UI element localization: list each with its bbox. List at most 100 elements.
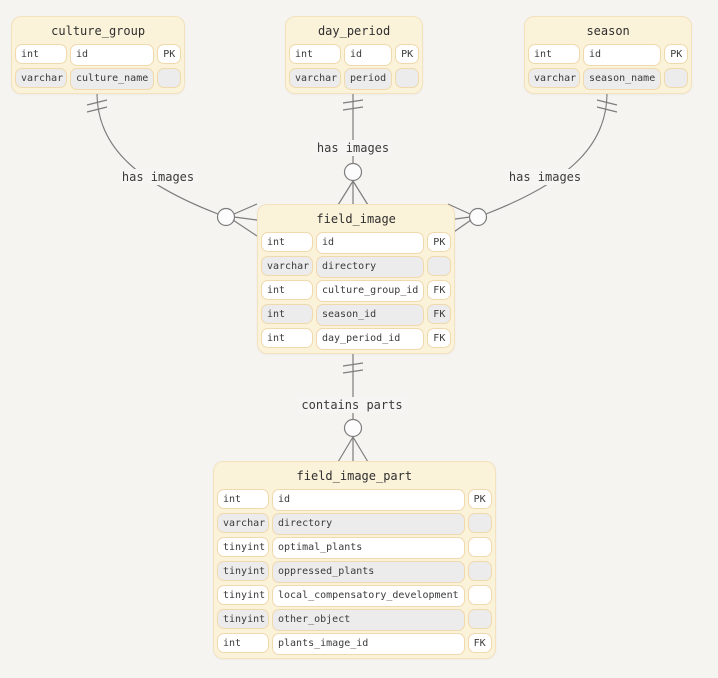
zero-marker <box>468 207 488 227</box>
key-badge: PK <box>427 232 452 252</box>
table-field_image_part[interactable]: field_image_part int id PK varchar direc… <box>213 461 496 659</box>
table-title: field_image <box>316 212 396 226</box>
column-type: varchar <box>261 256 313 276</box>
table-row: varchar culture_name <box>15 68 182 90</box>
one-marker <box>342 99 364 111</box>
many-marker-icon <box>232 203 258 237</box>
table-row: int id PK <box>289 44 420 66</box>
key-badge: PK <box>157 44 182 64</box>
column-type: varchar <box>217 513 269 533</box>
table-row: int id PK <box>261 232 452 254</box>
table-title: field_image_part <box>296 469 413 483</box>
table-field_image[interactable]: field_image int id PK varchar directory … <box>257 204 456 354</box>
key-badge <box>427 256 452 276</box>
table-row: int season_id FK <box>261 304 452 326</box>
column-name: id <box>272 489 465 511</box>
column-name: id <box>316 232 425 254</box>
table-row: tinyint oppressed_plants <box>217 561 492 583</box>
column-name: season_id <box>316 304 425 326</box>
column-name: local_compensatory_development <box>272 585 465 607</box>
relationship-label: has images <box>313 140 393 156</box>
table-season[interactable]: season int id PK varchar season_name <box>524 16 693 94</box>
table-culture_group[interactable]: culture_group int id PK varchar culture_… <box>11 16 186 94</box>
key-badge: PK <box>395 44 420 64</box>
key-badge <box>157 68 182 88</box>
column-name: id <box>344 44 393 66</box>
column-name: other_object <box>272 609 465 631</box>
column-type: int <box>261 232 313 252</box>
table-row: int id PK <box>528 44 689 66</box>
table-row: tinyint local_compensatory_development <box>217 585 492 607</box>
zero-marker <box>343 162 363 182</box>
table-row: int plants_image_id FK <box>217 633 492 655</box>
zero-marker <box>216 207 236 227</box>
column-name: culture_name <box>70 68 155 90</box>
table-row: varchar directory <box>261 256 452 278</box>
column-name: optimal_plants <box>272 537 465 559</box>
column-type: tinyint <box>217 537 269 557</box>
zero-marker <box>343 418 363 438</box>
key-badge: FK <box>427 280 452 300</box>
column-name: culture_group_id <box>316 280 425 302</box>
relationship-culture_group-field_image <box>86 92 258 237</box>
relationship-line <box>96 92 219 215</box>
column-type: int <box>261 328 313 348</box>
column-name: plants_image_id <box>272 633 465 655</box>
column-type: tinyint <box>217 609 269 629</box>
relationship-line <box>485 92 608 215</box>
key-badge: PK <box>664 44 689 64</box>
table-row: int culture_group_id FK <box>261 280 452 302</box>
column-type: varchar <box>289 68 341 88</box>
key-badge <box>467 585 492 605</box>
column-name: period <box>344 68 393 90</box>
table-row: int id PK <box>15 44 182 66</box>
table-title: day_period <box>317 24 391 38</box>
relationship-label: has images <box>505 169 585 185</box>
column-type: int <box>217 489 269 509</box>
column-name: oppressed_plants <box>272 561 465 583</box>
table-row: varchar directory <box>217 513 492 535</box>
table-row: tinyint optimal_plants <box>217 537 492 559</box>
column-type: varchar <box>15 68 67 88</box>
column-type: int <box>217 633 269 653</box>
key-badge: FK <box>467 633 492 653</box>
table-title: culture_group <box>51 24 146 38</box>
one-marker <box>596 99 618 113</box>
column-type: int <box>261 280 313 300</box>
table-row: int id PK <box>217 489 492 511</box>
table-row: varchar season_name <box>528 68 689 90</box>
column-name: id <box>583 44 662 66</box>
column-name: day_period_id <box>316 328 425 350</box>
key-badge <box>467 537 492 557</box>
column-type: tinyint <box>217 561 269 581</box>
key-badge <box>467 561 492 581</box>
table-row: varchar period <box>289 68 420 90</box>
key-badge: PK <box>467 489 492 509</box>
many-marker-icon <box>337 436 369 463</box>
key-badge: FK <box>427 304 452 324</box>
column-name: directory <box>272 513 465 535</box>
column-type: varchar <box>528 68 580 88</box>
table-row: int day_period_id FK <box>261 328 452 350</box>
column-type: int <box>261 304 313 324</box>
relationship-label: contains parts <box>298 397 406 413</box>
key-badge: FK <box>427 328 452 348</box>
key-badge <box>467 609 492 629</box>
relationship-season-field_image <box>447 92 618 237</box>
column-type: int <box>528 44 580 64</box>
table-day_period[interactable]: day_period int id PK varchar period <box>285 16 424 94</box>
column-type: int <box>289 44 341 64</box>
key-badge <box>395 68 420 88</box>
column-type: int <box>15 44 67 64</box>
relationship-label: has images <box>118 169 198 185</box>
one-marker <box>342 362 364 374</box>
one-marker <box>86 99 108 113</box>
column-type: tinyint <box>217 585 269 605</box>
key-badge <box>467 513 492 533</box>
relationship-field_image-field_image_part <box>337 354 369 463</box>
table-title: season <box>586 24 630 38</box>
table-row: tinyint other_object <box>217 609 492 631</box>
column-name: directory <box>316 256 425 278</box>
